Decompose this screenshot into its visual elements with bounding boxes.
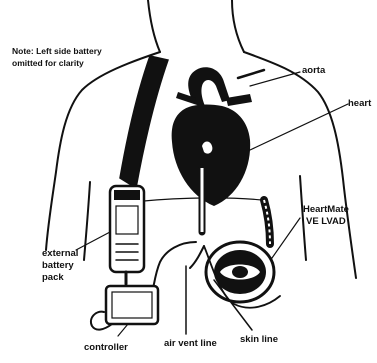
controller-illustration (91, 286, 158, 330)
device-label-line-2: VE LVAD (306, 216, 346, 227)
battery-label-line-1: external (42, 248, 78, 259)
battery-label-line-3: pack (42, 272, 64, 283)
aorta-label: aorta (302, 65, 326, 76)
note-line-1: Note: Left side battery (12, 46, 102, 56)
device-label-line-1: HeartMate (303, 204, 349, 215)
note-line-2: omitted for clarity (12, 58, 84, 68)
heart-label: heart (348, 98, 372, 109)
heartmate-pump-illustration (206, 242, 274, 302)
battery-pack-illustration (110, 186, 144, 284)
controller-label: controller (84, 342, 128, 353)
battery-label-line-2: battery (42, 260, 74, 271)
air-vent-line-label: air vent line (164, 338, 217, 349)
skin-line-label: skin line (240, 334, 278, 345)
heart-illustration (172, 67, 264, 206)
battery-strap (120, 56, 168, 188)
